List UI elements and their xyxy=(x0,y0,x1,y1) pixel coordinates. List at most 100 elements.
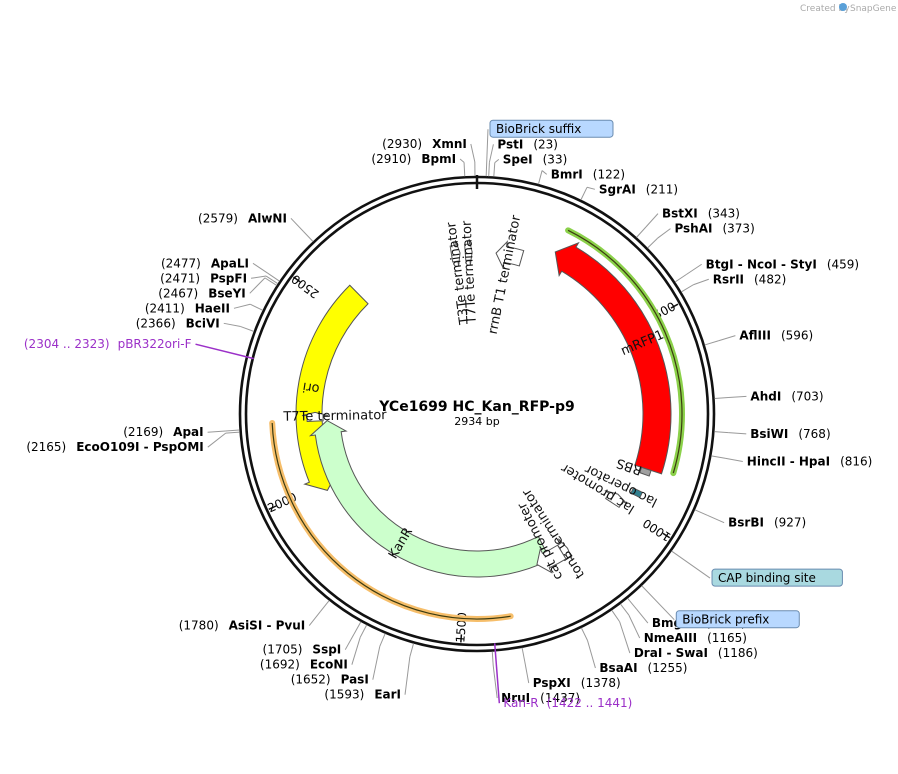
leader-bsiwi xyxy=(714,431,729,434)
feature-rrnb-t1[interactable] xyxy=(495,240,525,269)
site-sgrai[interactable]: SgrAI(211) xyxy=(599,182,678,196)
site-drai[interactable]: DraI - SwaI(1186) xyxy=(634,646,758,660)
leader2-nmeaiii xyxy=(628,614,641,639)
site-name-apali: ApaLI xyxy=(211,256,249,270)
site-bpmi[interactable]: BpmI(2910) xyxy=(371,152,456,166)
site-leader-lines xyxy=(207,129,747,699)
snapgene-brand: Created by SnapGene xyxy=(800,3,897,14)
leader2-hincii xyxy=(724,457,743,462)
feature-t3te[interactable] xyxy=(449,240,461,267)
site-psti[interactable]: PstI(23) xyxy=(497,137,558,151)
site-bsaai[interactable]: BsaAI(1255) xyxy=(599,661,687,675)
site-pspxi[interactable]: PspXI(1378) xyxy=(533,676,621,690)
site-num-pspfi: (2471) xyxy=(160,271,200,285)
feature-box-biobrick-suffix[interactable]: BioBrick suffix xyxy=(489,119,614,138)
tick-mark-500 xyxy=(670,303,679,309)
leader-pasi xyxy=(379,633,386,647)
primer-line-pbr322ori-f xyxy=(195,343,254,360)
leader2-bstxi xyxy=(645,213,659,228)
feature-kanr[interactable] xyxy=(308,419,551,578)
site-sspi[interactable]: SspI(1705) xyxy=(263,643,342,657)
primer-pbr322ori-f[interactable]: pBR322ori-F(2304 .. 2323) xyxy=(24,337,254,360)
site-econi[interactable]: EcoNI(1692) xyxy=(260,658,348,672)
site-alwni[interactable]: AlwNI(2579) xyxy=(198,211,287,225)
feature-t7te-top[interactable] xyxy=(464,239,473,266)
site-name-bstxi: BstXI xyxy=(662,207,698,221)
site-num-pspxi: (1378) xyxy=(581,676,621,690)
site-name-ahdi: AhdI xyxy=(750,389,781,403)
leader2-bcivi xyxy=(223,322,241,328)
leader2-sspi xyxy=(344,633,355,650)
leader-alwni xyxy=(302,231,314,242)
feature-lac-promoter[interactable] xyxy=(604,490,628,509)
feature-t7te-left[interactable] xyxy=(301,411,329,422)
leader2-bsiwi xyxy=(728,432,747,435)
site-hincii[interactable]: HincII - HpaI(816) xyxy=(747,454,873,468)
primer-line-kan-r xyxy=(493,643,501,704)
feature-tonb[interactable] xyxy=(556,538,574,561)
site-num-bmri: (122) xyxy=(593,167,625,181)
leader2-nrui xyxy=(492,665,498,699)
site-num-alwni: (2579) xyxy=(198,211,238,225)
leader2-bseyi xyxy=(249,277,266,294)
leader-afliii xyxy=(704,340,719,346)
primer-kan-r[interactable]: Kan-R(1422 .. 1441) xyxy=(493,643,633,710)
site-bsiwi[interactable]: BsiWI(768) xyxy=(750,427,830,441)
site-apai[interactable]: ApaI (2169) xyxy=(123,425,203,439)
site-name-ecoo109i: EcoO109I - PspOMI xyxy=(76,440,204,454)
site-spei[interactable]: SpeI(33) xyxy=(503,152,567,166)
site-num-bcivi: (2366) xyxy=(136,316,176,330)
site-nmeaiii[interactable]: NmeAIII(1165) xyxy=(644,631,747,645)
site-asisi[interactable]: AsiSI - PvuI(1780) xyxy=(179,619,306,633)
feature-mrfp1[interactable] xyxy=(554,241,672,475)
leader-bseyi xyxy=(264,277,277,286)
leader-pspxi xyxy=(521,647,526,662)
feature-box-biobrick-prefix[interactable]: BioBrick prefix xyxy=(675,610,800,629)
site-name-bsrbi: BsrBI xyxy=(728,516,764,530)
site-afliii[interactable]: AflIII(596) xyxy=(739,329,813,343)
site-ahdi[interactable]: AhdI(703) xyxy=(750,389,823,403)
site-name-bsaai: BsaAI xyxy=(599,661,637,675)
site-rsrii[interactable]: RsrII(482) xyxy=(713,272,787,286)
site-name-xmni: XmnI xyxy=(432,137,467,151)
leader2-btgi xyxy=(686,263,702,275)
site-name-apai: ApaI xyxy=(173,425,203,439)
site-eari[interactable]: EarI(1593) xyxy=(324,688,401,702)
site-labels: PstI(23)SpeI(33)BmrI(122)SgrAI(211) BstXI… xyxy=(24,119,873,710)
feature-ori[interactable] xyxy=(295,284,369,492)
feature-rbs[interactable] xyxy=(639,466,652,477)
tick-mark-1500 xyxy=(460,634,463,643)
leader2-alwni xyxy=(290,217,304,232)
leader-bmri xyxy=(537,170,543,185)
site-num-haeii: (2411) xyxy=(145,301,185,315)
feature-cat-promoter[interactable] xyxy=(536,544,567,574)
site-num-apai: (2169) xyxy=(123,425,163,439)
leader-bsrbi xyxy=(694,509,708,516)
feature-lac-operator[interactable] xyxy=(630,487,644,499)
brand-product: SnapGene xyxy=(850,4,897,14)
site-bcivi[interactable]: BciVI(2366) xyxy=(136,316,220,330)
site-pspfi[interactable]: PspFI(2471) xyxy=(160,271,247,285)
tick-label-2500: 2500 xyxy=(289,272,322,301)
site-bmri[interactable]: BmrI(122) xyxy=(551,167,625,181)
site-pasi[interactable]: PasI(1652) xyxy=(291,673,369,687)
site-num-drai: (1186) xyxy=(718,646,758,660)
leader-bmgbi xyxy=(627,597,637,610)
site-haeii[interactable]: HaeII(2411) xyxy=(145,301,230,315)
site-bstxi[interactable]: BstXI(343) xyxy=(662,207,740,221)
site-bsrbi[interactable]: BsrBI(927) xyxy=(728,516,806,530)
site-bseyi[interactable]: BseYI(2467) xyxy=(158,286,246,300)
site-btgi[interactable]: BtgI - NcoI - StyI(459) xyxy=(706,257,859,271)
site-num-spei: (33) xyxy=(543,152,568,166)
site-nrui[interactable]: NruI(1437) xyxy=(501,691,580,705)
site-apali[interactable]: ApaLI(2477) xyxy=(161,256,249,270)
leader2-pspxi xyxy=(524,661,530,684)
leader-eari xyxy=(409,643,415,658)
leader2-bsrbi xyxy=(707,515,725,524)
site-ecoo109i[interactable]: EcoO109I - PspOMI(2165) xyxy=(26,440,203,454)
site-xmni[interactable]: XmnI(2930) xyxy=(382,137,467,151)
site-num-psti: (23) xyxy=(533,137,558,151)
feature-box-cap-binding-site[interactable]: CAP binding site xyxy=(711,568,843,587)
site-pshai[interactable]: PshAI(373) xyxy=(674,222,754,236)
